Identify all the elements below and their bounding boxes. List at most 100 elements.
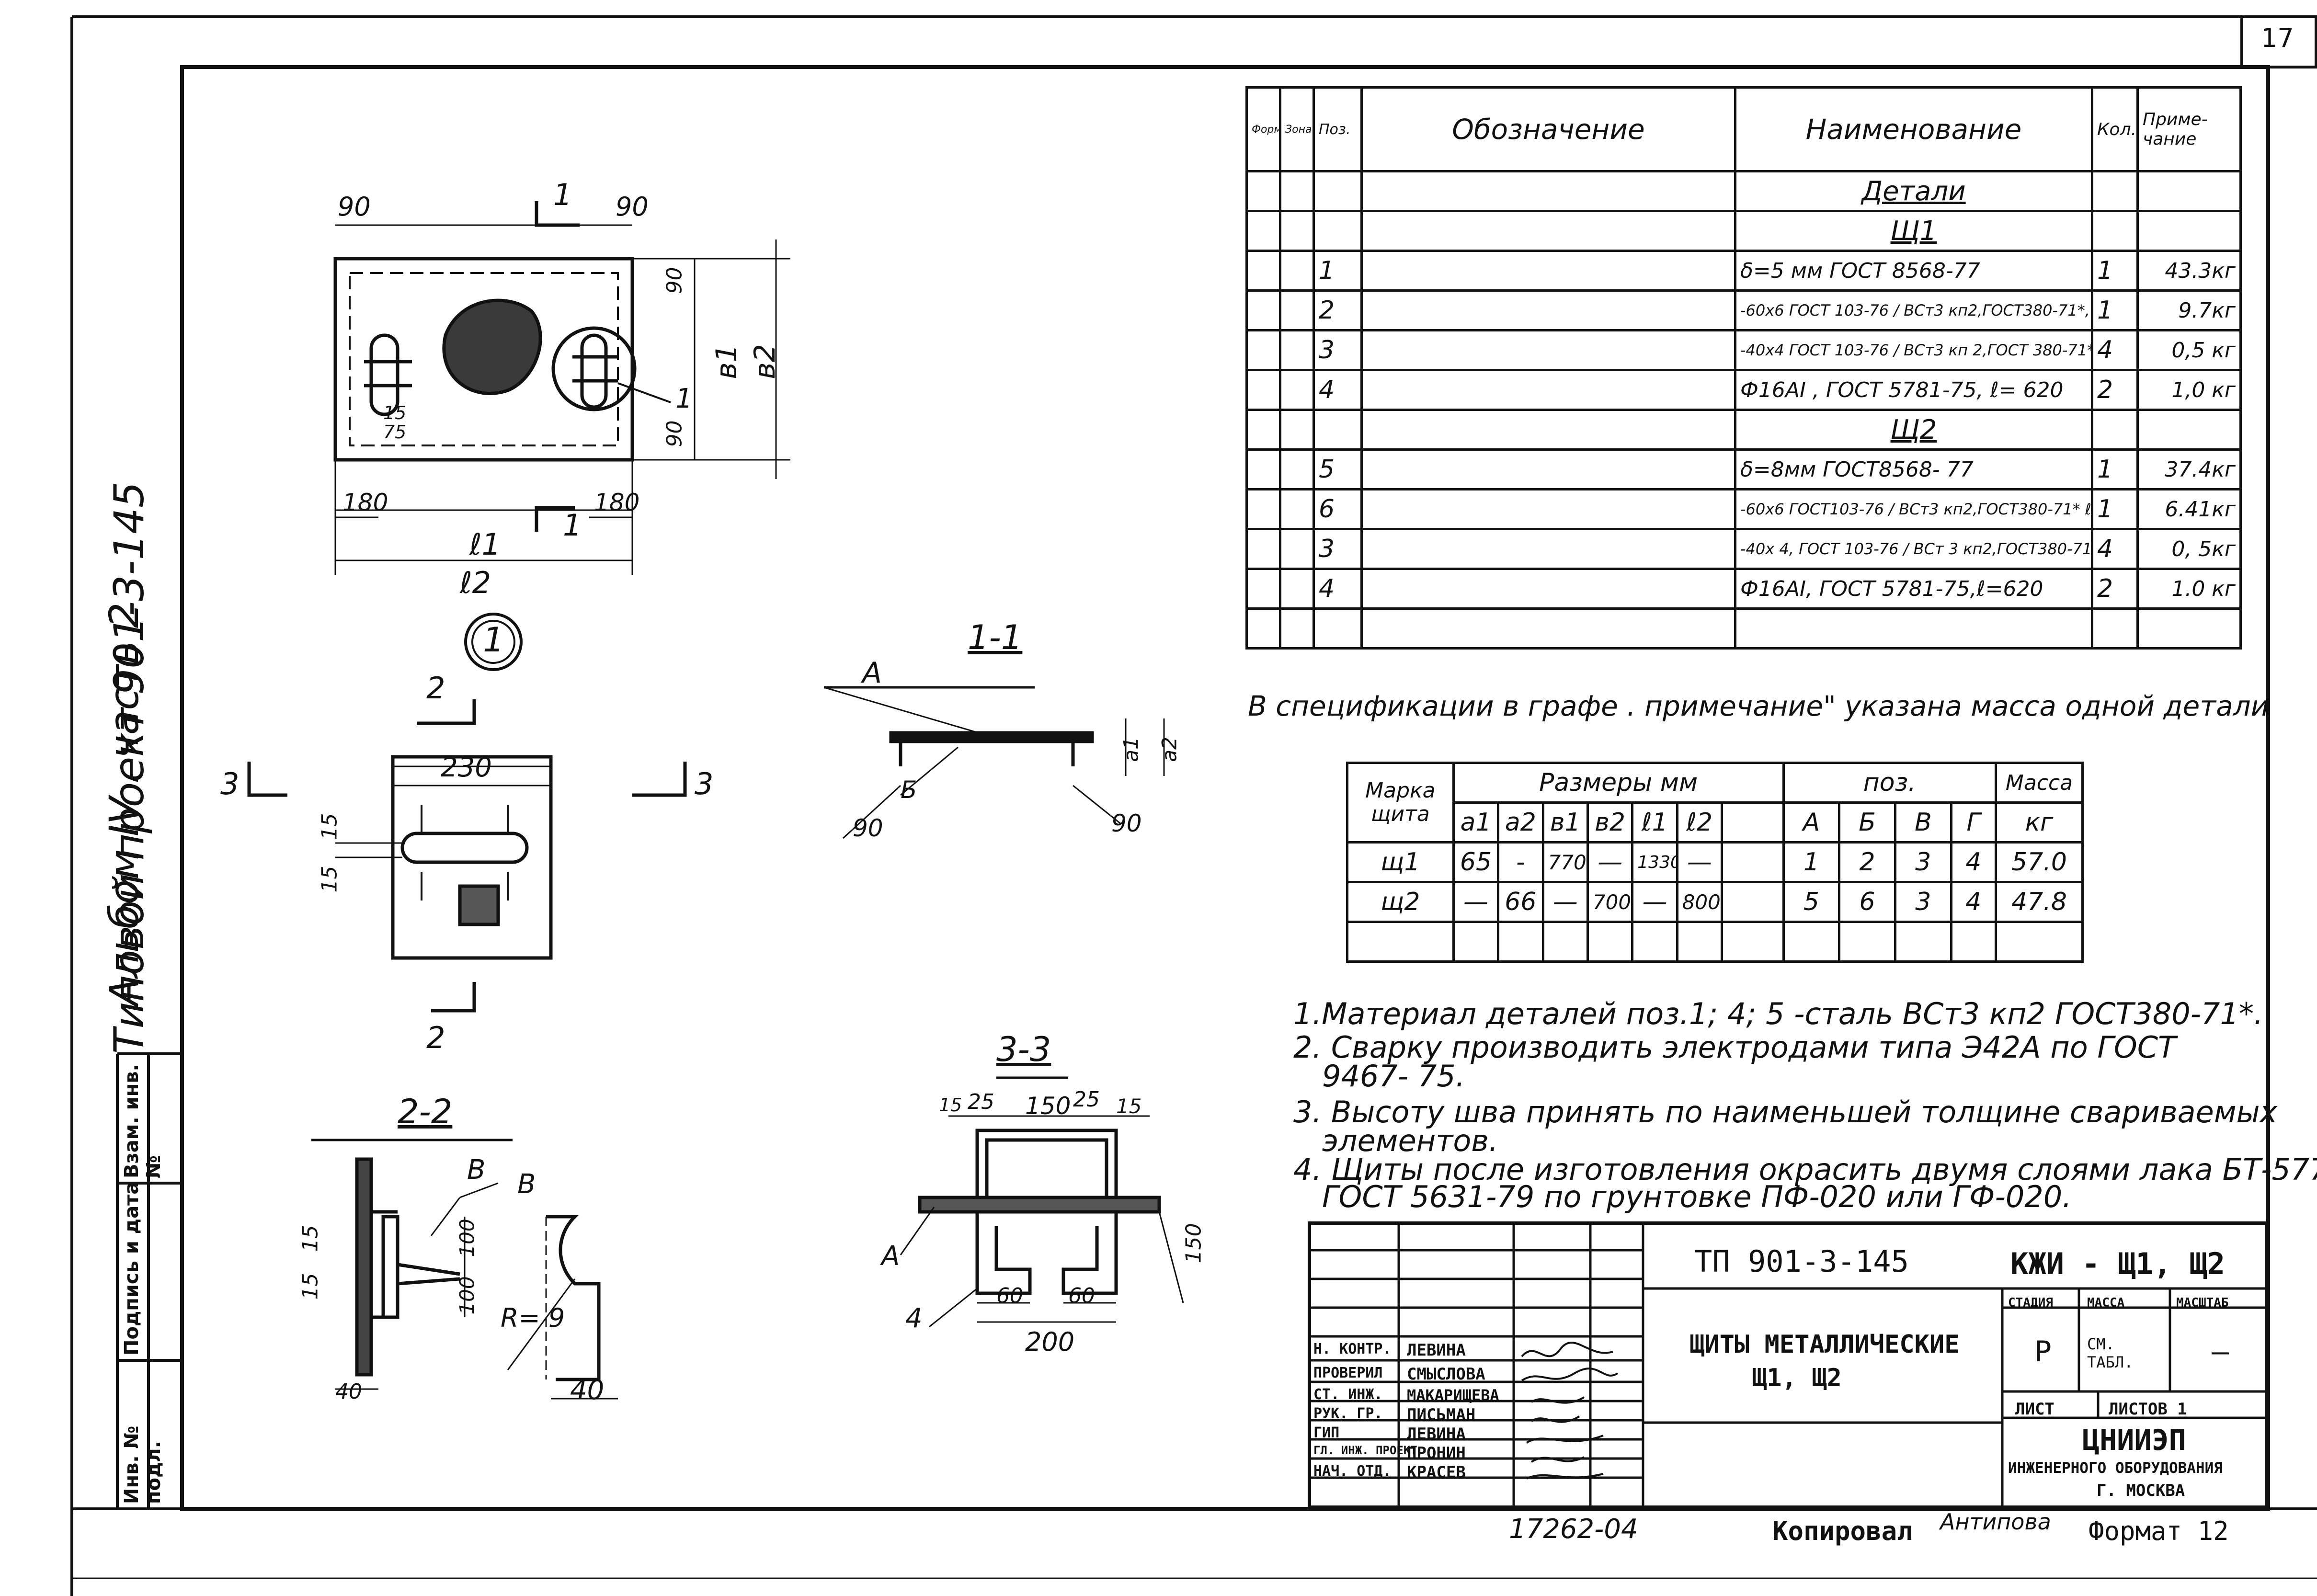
spec-name: Ф16АI, ГОСТ 5781-75,ℓ=620 bbox=[1734, 568, 2093, 610]
dim-l1: ℓ1 bbox=[469, 527, 501, 562]
scale-header: МАСШТАБ bbox=[2176, 1296, 2229, 1310]
spec-pos bbox=[1313, 170, 1363, 212]
spec-qty: 2 bbox=[2091, 568, 2139, 610]
spec-h-zone: Зона bbox=[1279, 86, 1315, 172]
dims-cell: 4 bbox=[1950, 881, 1997, 923]
section-3-3-15b: 15 bbox=[1116, 1094, 1142, 1118]
spec-note bbox=[2136, 170, 2242, 212]
dims-cell: 4 bbox=[1950, 841, 1997, 883]
section-2-2-v2: В bbox=[517, 1169, 536, 1200]
spec-qty: 1 bbox=[2091, 289, 2139, 331]
dims-cell bbox=[1497, 921, 1544, 963]
spec-qty bbox=[2091, 170, 2139, 212]
dims-cell bbox=[1541, 921, 1589, 963]
note-3-cont: элементов. bbox=[1322, 1123, 1498, 1158]
name-group-head: ПИСЬМАН bbox=[1407, 1405, 1476, 1425]
page-number-box bbox=[2240, 15, 2317, 68]
name-checked: СМЫСЛОВА bbox=[1407, 1365, 1485, 1384]
stage-header: СТАДИЯ bbox=[2008, 1296, 2053, 1310]
spec-qty bbox=[2091, 607, 2139, 650]
spec-group-details: Детали bbox=[1734, 170, 2093, 212]
org-dept: ИНЖЕНЕРНОГО ОБОРУДОВАНИЯ bbox=[2008, 1459, 2223, 1477]
name-gip: ЛЕВИНА bbox=[1407, 1425, 1466, 1444]
dims-col-b1: в1 bbox=[1541, 801, 1589, 844]
spec-qty bbox=[2091, 210, 2139, 252]
dim-15b: 15 bbox=[317, 866, 342, 893]
dims-header-row-2: a1 a2 в1 в2 ℓ1 ℓ2 А Б В Г кг bbox=[1347, 801, 2084, 844]
org-name: ЦНИИЭП bbox=[2082, 1424, 2186, 1457]
role-checked: ПРОВЕРИЛ bbox=[1313, 1365, 1383, 1381]
dims-cell bbox=[1894, 921, 1952, 963]
doc-mark: КЖИ - Щ1, Щ2 bbox=[2010, 1246, 2225, 1281]
section-3-3-a: A bbox=[881, 1241, 900, 1272]
dims-col-pos-g: Г bbox=[1950, 801, 1997, 844]
signature-date-field: Подпись и дата bbox=[121, 1181, 143, 1356]
section-1-1-90b: 90 bbox=[1111, 809, 1142, 837]
dims-cell: — bbox=[1541, 881, 1589, 923]
spec-qty: 4 bbox=[2091, 329, 2139, 371]
spec-pos: 4 bbox=[1313, 568, 1363, 610]
spec-name bbox=[1734, 607, 2093, 650]
name-dept-head: КРАСЕВ bbox=[1407, 1463, 1466, 1482]
spec-note: 37.4кг bbox=[2136, 448, 2242, 490]
spec-name: -60х6 ГОСТ 103-76 / ВСт3 кп2,ГОСТ380-71*… bbox=[1734, 289, 2093, 331]
spec-note: 1,0 кг bbox=[2136, 369, 2242, 411]
dims-mark: щ1 bbox=[1346, 841, 1455, 883]
dims-col-pos-v: В bbox=[1894, 801, 1952, 844]
spec-pos: 3 bbox=[1313, 329, 1363, 371]
signatures bbox=[1521, 1342, 1619, 1480]
spec-pos: 1 bbox=[1313, 250, 1363, 292]
dims-cell: 5 bbox=[1782, 881, 1841, 923]
section-3-3-25a: 25 bbox=[968, 1090, 994, 1114]
dims-cell: 6 bbox=[1838, 881, 1896, 923]
dims-col-l1: ℓ1 bbox=[1631, 801, 1678, 844]
dims-h-mass: Масса bbox=[1995, 762, 2084, 804]
dims-cell bbox=[1586, 921, 1634, 963]
dims-h-sizes: Размеры мм bbox=[1452, 762, 1785, 804]
role-dept-head: НАЧ. ОТД. bbox=[1313, 1463, 1392, 1480]
dims-cell: 3 bbox=[1894, 881, 1952, 923]
spec-note: 0,5 кг bbox=[2136, 329, 2242, 371]
spec-pos: 4 bbox=[1313, 369, 1363, 411]
spec-pos bbox=[1313, 409, 1363, 451]
replace-inv-field: Взам. инв. № bbox=[121, 1064, 165, 1178]
dims-cell bbox=[1950, 921, 1997, 963]
section-2-2-title: 2-2 bbox=[398, 1092, 453, 1131]
note-1: 1.Материал деталей поз.1; 4; 5 -сталь ВС… bbox=[1293, 996, 2263, 1031]
dim-230: 230 bbox=[441, 752, 492, 783]
section-2-2-15b: 15 bbox=[298, 1273, 323, 1300]
table-row: Щ2 bbox=[1245, 409, 2242, 451]
spec-pos bbox=[1313, 210, 1363, 252]
spec-h-format: Формат bbox=[1245, 86, 1281, 172]
spec-name: δ=8мм ГОСТ8568- 77 bbox=[1734, 448, 2093, 490]
spec-name: Ф16АI , ГОСТ 5781-75, ℓ= 620 bbox=[1734, 369, 2093, 411]
section-1-1-a: A bbox=[862, 656, 882, 690]
name-senior-eng: МАКАРИЩЕВА bbox=[1407, 1386, 1499, 1404]
plan-view-1 bbox=[333, 201, 790, 671]
spec-table: Формат Зона Поз. Обозначение Наименовани… bbox=[1245, 86, 2242, 650]
dims-cell: 66 bbox=[1497, 881, 1544, 923]
spec-pos: 3 bbox=[1313, 528, 1363, 570]
table-row bbox=[1346, 921, 2084, 963]
view-number: 1 bbox=[483, 620, 504, 660]
section-3-3-25b: 25 bbox=[1073, 1087, 1100, 1112]
dims-cell: 1330 bbox=[1631, 841, 1678, 883]
section-1-1-title: 1-1 bbox=[968, 618, 1023, 657]
note-4-cont: ГОСТ 5631-79 по грунтовке ПФ-020 или ГФ-… bbox=[1322, 1179, 2072, 1214]
dims-cell: 800 bbox=[1676, 881, 1723, 923]
section-2-2-15a: 15 bbox=[298, 1225, 323, 1252]
spec-qty: 2 bbox=[2091, 369, 2139, 411]
note-2: 2. Сварку производить электродами типа Э… bbox=[1293, 1030, 2176, 1065]
spec-note bbox=[2136, 409, 2242, 451]
table-row: Детали bbox=[1245, 170, 2242, 212]
section-3-3-60a: 60 bbox=[996, 1284, 1023, 1308]
dims-col-a1: a1 bbox=[1452, 801, 1500, 844]
section-2-2 bbox=[311, 1139, 618, 1400]
cut-1-top: 1 bbox=[553, 177, 572, 212]
cut-1-bottom: 1 bbox=[563, 508, 582, 543]
doc-title-line2: Щ1, Щ2 bbox=[1752, 1364, 1842, 1392]
name-chief-eng: ПРОНИН bbox=[1407, 1444, 1466, 1463]
dims-cell bbox=[1721, 841, 1785, 883]
